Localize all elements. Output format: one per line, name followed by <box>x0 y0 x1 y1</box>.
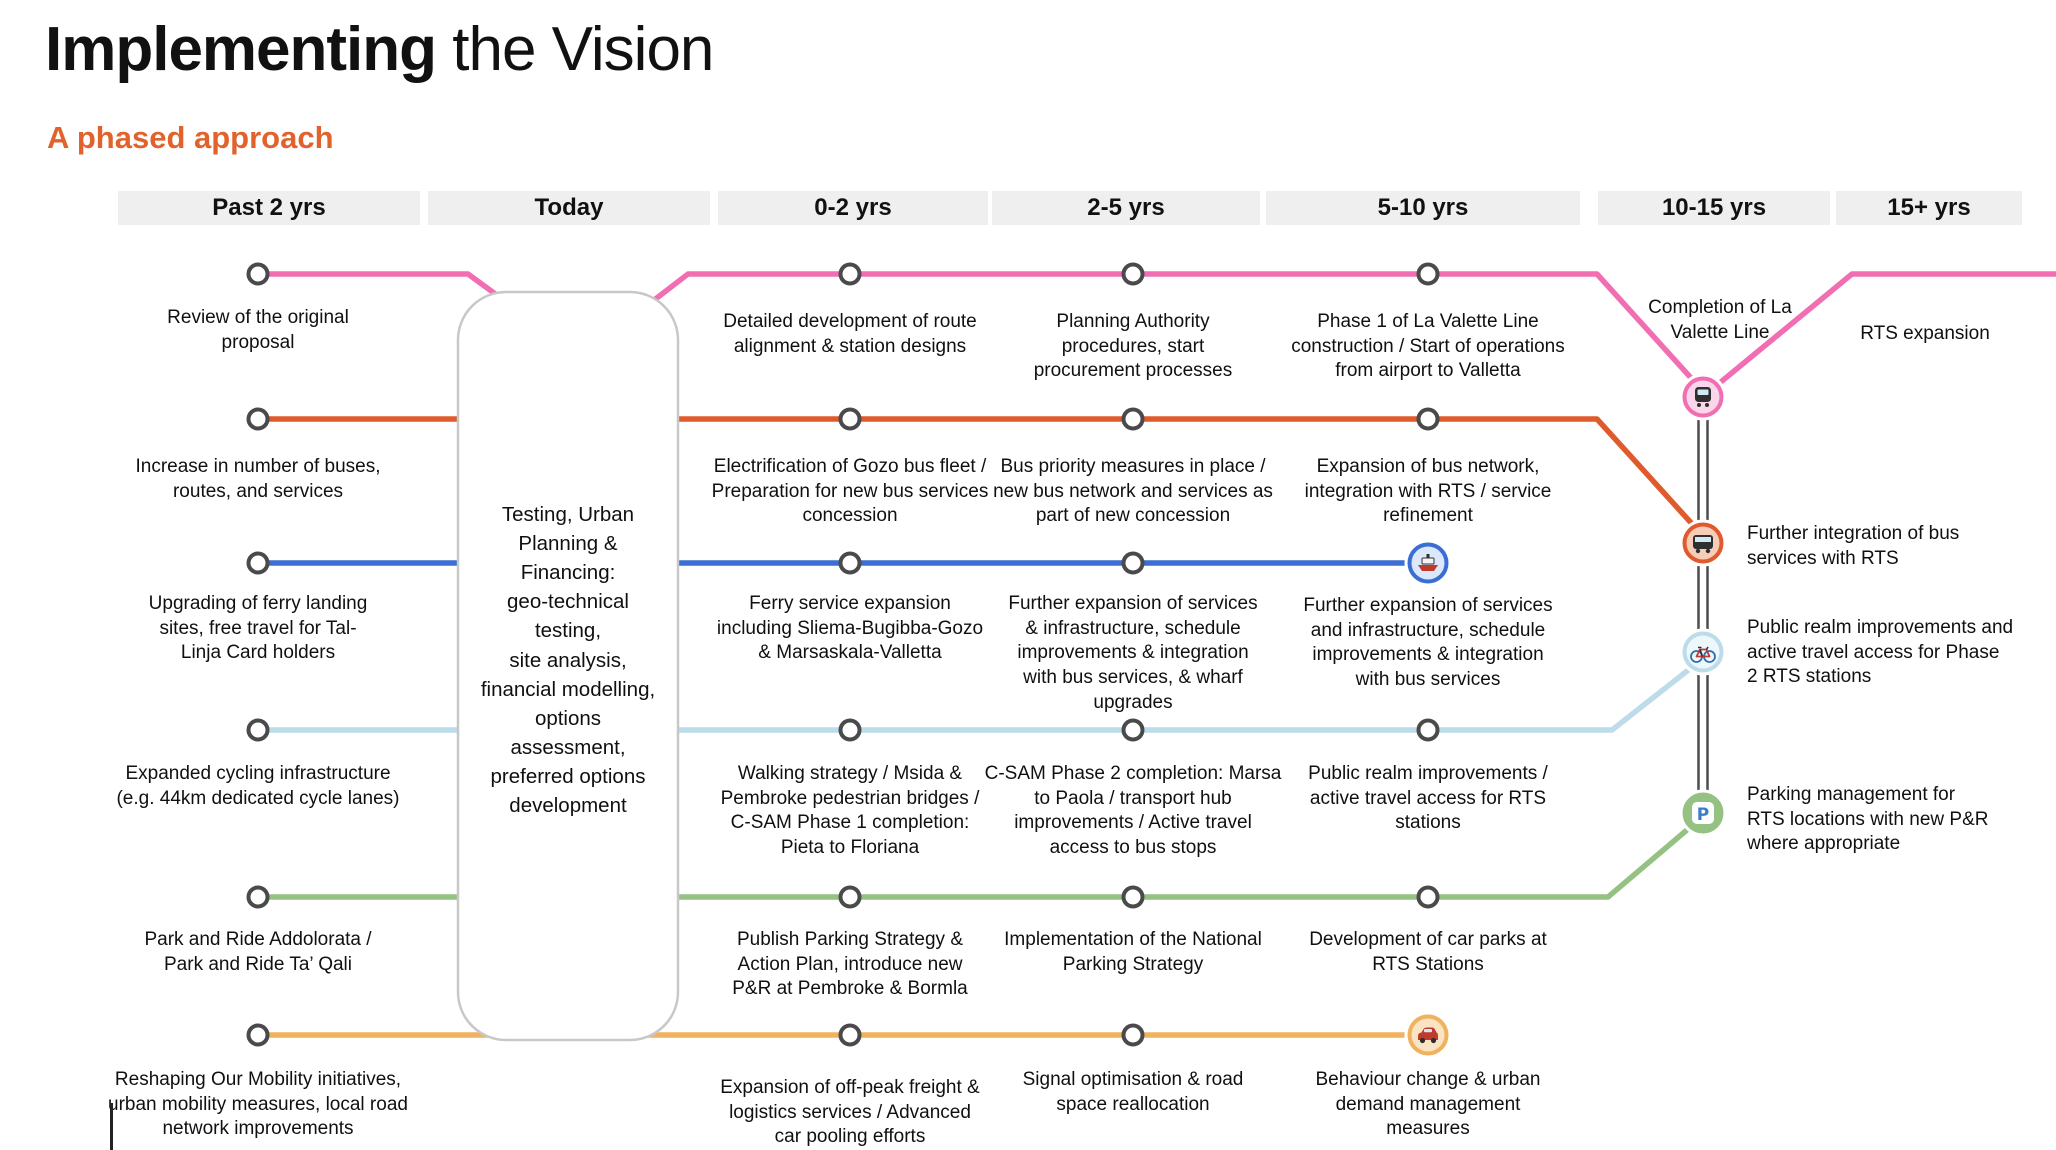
active-milestone-0-2: Walking strategy / Msida & Pembroke pede… <box>720 763 980 859</box>
station-node <box>838 718 862 742</box>
bus-milestone-2-5: Bus priority measures in place / new bus… <box>993 456 1273 527</box>
parking-line-path <box>249 815 1704 900</box>
svg-text:P: P <box>1697 805 1709 825</box>
mobility-milestone-0-2: Expansion of off-peak freight & logistic… <box>720 1077 980 1148</box>
today-box <box>456 290 680 1042</box>
bus-milestone-0-2: Electrification of Gozo bus fleet / Prep… <box>711 456 989 527</box>
bus-milestone-5-10: Expansion of bus network, integration wi… <box>1304 456 1552 527</box>
today-box-text: Testing, Urban Planning & Financing: geo… <box>480 503 656 818</box>
column-header-today: Today <box>428 191 710 225</box>
station-node <box>1121 407 1145 431</box>
station-node <box>1121 885 1145 909</box>
rts-milestone-5-10: Phase 1 of La Valette Line construction … <box>1291 311 1565 382</box>
station-node <box>1121 718 1145 742</box>
train-icon <box>1679 373 1727 421</box>
parking-milestone-2-5: Implementation of the National Parking S… <box>1004 929 1262 975</box>
station-node <box>838 407 862 431</box>
column-header-5-10yrs: 5-10 yrs <box>1266 191 1580 225</box>
bus-line-path <box>249 416 1706 539</box>
column-header-2-5yrs: 2-5 yrs <box>992 191 1260 225</box>
page-title: Implementing the Vision <box>45 15 714 84</box>
station-node <box>246 262 270 286</box>
ferry-milestone-0-2: Ferry service expansion including Sliema… <box>716 593 984 664</box>
bicycle-icon-inner <box>1686 635 1720 669</box>
station-node <box>246 718 270 742</box>
column-header-10-15yrs: 10-15 yrs <box>1598 191 1830 225</box>
column-header-past-2yrs: Past 2 yrs <box>118 191 420 225</box>
ferry-milestone-5-10: Further expansion of services and infras… <box>1303 595 1553 691</box>
bus-milestone-10-15: Further integration of bus services with… <box>1747 523 1960 569</box>
station-node <box>838 885 862 909</box>
station-node <box>1121 551 1145 575</box>
parking-milestone-10-15: Parking management for RTS locations wit… <box>1747 784 1989 855</box>
rts-milestone-past: Review of the original proposal <box>167 307 349 353</box>
station-node <box>246 551 270 575</box>
column-header-15plus-yrs: 15+ yrs <box>1836 191 2022 225</box>
mobility-milestone-2-5: Signal optimisation & road space realloc… <box>1022 1069 1244 1115</box>
bus-icon <box>1679 519 1727 567</box>
ferry-milestone-past: Upgrading of ferry landing sites, free t… <box>148 593 368 664</box>
mobility-milestone-past: Reshaping Our Mobility initiatives, urba… <box>108 1069 408 1140</box>
parking-milestone-past: Park and Ride Addolorata / Park and Ride… <box>144 929 372 975</box>
ferry-milestone-2-5: Further expansion of services & infrastr… <box>1008 593 1258 713</box>
page-subtitle: A phased approach <box>47 120 334 155</box>
ferry-icon <box>1404 539 1452 587</box>
station-nodes <box>246 262 1440 1047</box>
station-node <box>1416 885 1440 909</box>
station-node <box>838 262 862 286</box>
station-node <box>246 407 270 431</box>
station-node <box>1416 407 1440 431</box>
active-milestone-past: Expanded cycling infrastructure (e.g. 44… <box>116 763 400 809</box>
rts-milestone-10-15: Completion of La Valette Line <box>1648 297 1792 343</box>
bus-milestone-past: Increase in number of buses, routes, and… <box>135 456 381 502</box>
station-node <box>838 551 862 575</box>
station-node <box>1121 262 1145 286</box>
parking-icon: P <box>1679 789 1727 837</box>
active-milestone-2-5: C-SAM Phase 2 completion: Marsa to Paola… <box>984 763 1282 859</box>
bicycle-icon <box>1679 628 1727 676</box>
car-icon <box>1404 1011 1452 1059</box>
title-bold: Implementing <box>45 15 437 84</box>
rts-milestone-15plus: RTS expansion <box>1860 323 1990 344</box>
title-regular: the Vision <box>436 15 714 84</box>
station-node <box>246 1023 270 1047</box>
active-milestone-5-10: Public realm improvements / active trave… <box>1308 763 1548 834</box>
station-node <box>246 885 270 909</box>
station-node <box>1416 262 1440 286</box>
parking-milestone-0-2: Publish Parking Strategy & Action Plan, … <box>732 929 968 1000</box>
rts-line-extension-path <box>1702 271 2056 398</box>
column-header-0-2yrs: 0-2 yrs <box>718 191 988 225</box>
station-node <box>1121 1023 1145 1047</box>
station-node <box>838 1023 862 1047</box>
rts-milestone-2-5: Planning Authority procedures, start pro… <box>1033 311 1233 382</box>
parking-milestone-5-10: Development of car parks at RTS Stations <box>1309 929 1547 975</box>
rts-milestone-0-2: Detailed development of route alignment … <box>723 311 977 357</box>
station-node <box>1416 718 1440 742</box>
active-milestone-10-15: Public realm improvements and active tra… <box>1747 617 2014 688</box>
active-travel-line-path <box>249 657 1704 733</box>
mobility-milestone-5-10: Behaviour change & urban demand manageme… <box>1315 1069 1541 1140</box>
page-edge-artifact <box>110 1103 113 1150</box>
